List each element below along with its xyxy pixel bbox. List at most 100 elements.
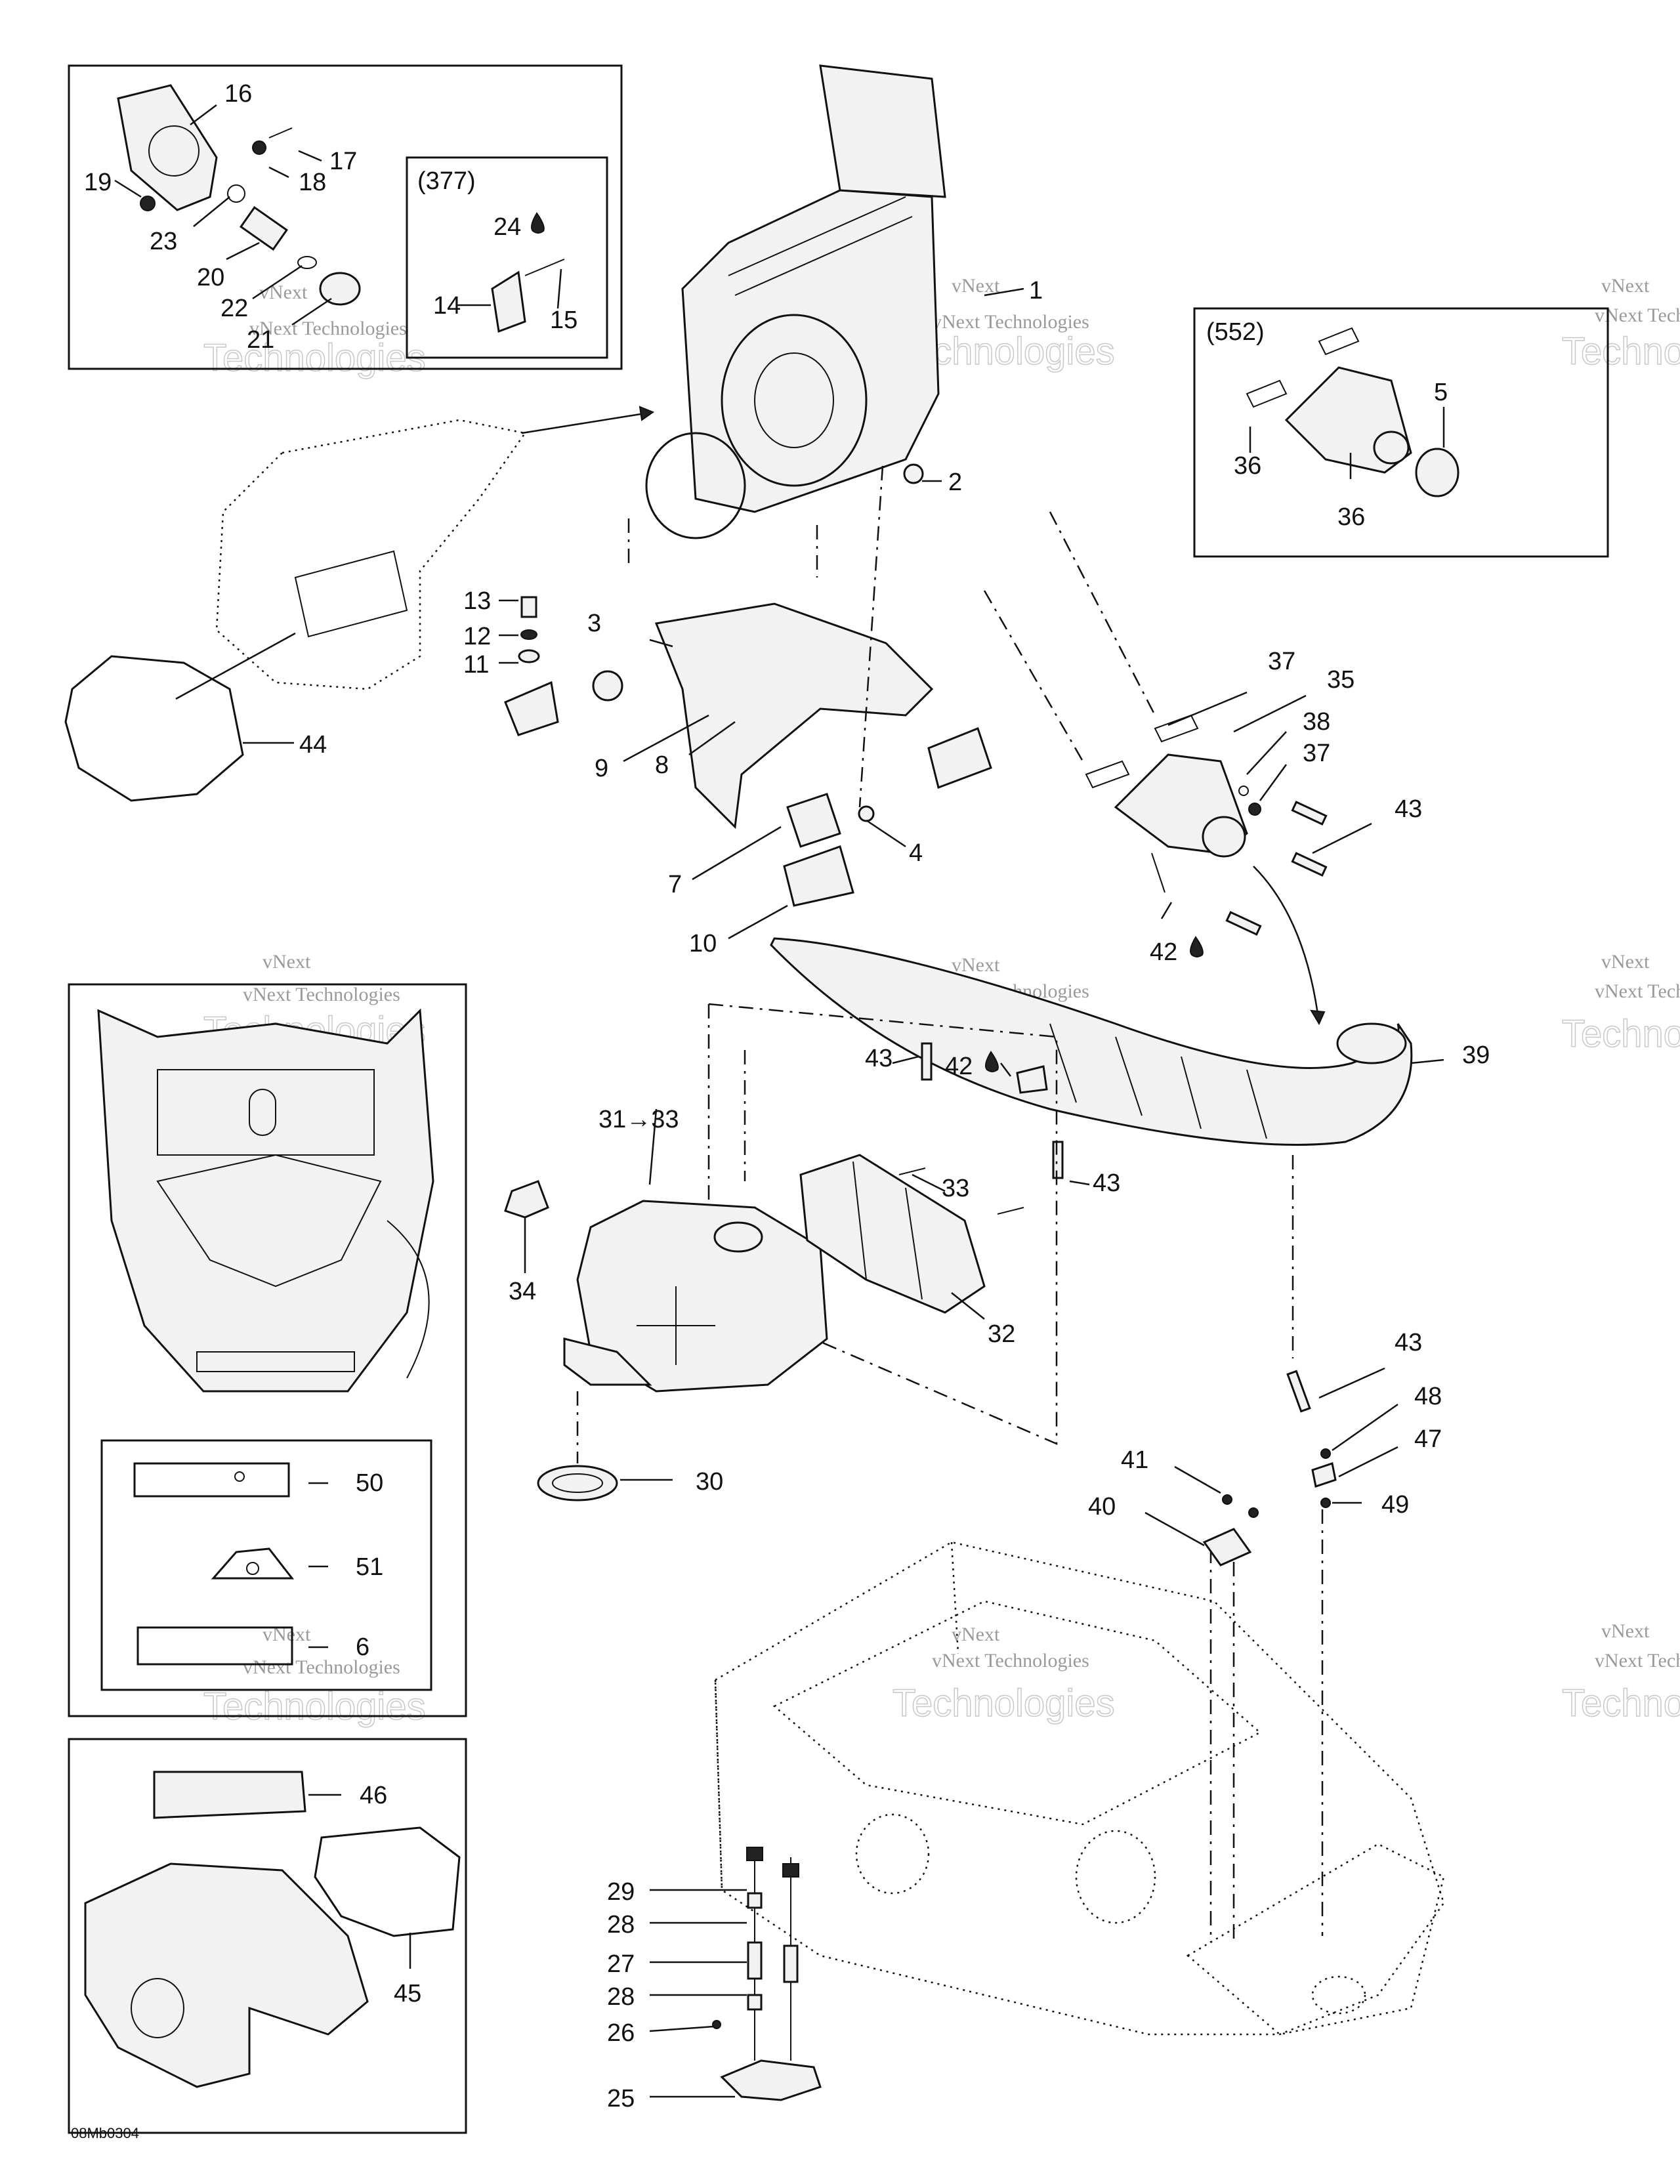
pipe-rib <box>1246 1069 1267 1139</box>
gasket-36-a <box>1085 760 1130 789</box>
stud-42 <box>1151 852 1166 893</box>
watermark-vnext-technologies: vNext Technologies <box>932 311 1089 333</box>
washer-11 <box>518 649 540 663</box>
screw-33-b <box>997 1207 1024 1215</box>
callout-15: 15 <box>550 306 578 334</box>
watermark-vnext-technologies: vNext Technologies <box>1595 1650 1680 1671</box>
callout-37: 37 <box>1303 740 1330 767</box>
nut-19 <box>140 196 156 211</box>
muffler-31 <box>576 1200 828 1393</box>
decal-50 <box>133 1462 290 1498</box>
spring-27 <box>747 1941 763 1980</box>
callout-19: 19 <box>84 169 112 196</box>
damper-8 <box>592 670 623 702</box>
callout-26: 26 <box>607 2019 635 2047</box>
belly-pan <box>84 1862 369 2088</box>
inset-frame-belly-pan <box>68 1738 467 2134</box>
watermark-8: Technologies vNext vNext Technologies <box>892 1624 1115 1725</box>
clip-14 <box>491 270 526 333</box>
leader-7 <box>692 826 782 881</box>
leader-43d <box>1318 1367 1385 1399</box>
callout-33: 33 <box>942 1175 969 1202</box>
manifold-outlet-inset <box>1373 430 1410 465</box>
callout-35-inset: 36 <box>1337 503 1365 531</box>
engine-air-box <box>819 64 946 198</box>
tuned-pipe-39 <box>770 937 1413 1146</box>
drop-icon <box>985 1051 999 1072</box>
inset-label-377: (377) <box>417 167 476 195</box>
decal-51 <box>211 1547 295 1580</box>
watermark-7: Technologies vNext vNext Technologies <box>203 1624 426 1729</box>
spring-43-e <box>1052 1141 1064 1179</box>
callout-29: 29 <box>607 1878 635 1906</box>
leader-43b <box>892 1055 919 1064</box>
gasket-36-b <box>1154 714 1199 743</box>
leader-42a <box>1160 902 1173 919</box>
leader-39 <box>1410 1059 1444 1064</box>
watermark-big-text: Technologies <box>1562 330 1680 373</box>
centerline <box>983 590 1084 762</box>
mount-9 <box>504 681 559 736</box>
nut-49 <box>1320 1498 1331 1508</box>
pipe-rib <box>1049 1023 1077 1103</box>
chassis-hole <box>1075 1830 1156 1924</box>
bracket-hole <box>148 125 200 177</box>
callout-21: 21 <box>247 326 274 354</box>
leader-20 <box>226 242 260 261</box>
spring-43-d <box>921 1042 933 1081</box>
watermark-big-text: Technologies <box>1562 1682 1680 1725</box>
chassis-edge <box>950 1542 959 1654</box>
screw-26 <box>712 2020 721 2029</box>
grommet-34 <box>504 1180 549 1219</box>
mount-7 <box>786 793 841 848</box>
leader-4 <box>866 819 906 848</box>
callout-17: 17 <box>329 148 357 175</box>
callout-28a: 28 <box>607 1911 635 1939</box>
callout-7: 7 <box>668 871 682 898</box>
nut-48 <box>1320 1448 1331 1459</box>
callout-11: 11 <box>463 651 489 679</box>
watermark-vnext: vNext <box>952 954 1000 976</box>
belly-pan-hole <box>131 1978 184 2038</box>
spring-43-f <box>1286 1370 1311 1413</box>
watermark-vnext: vNext <box>1601 1620 1650 1642</box>
manifold-outlet <box>1202 816 1246 858</box>
washer-23 <box>227 184 245 203</box>
leader-38 <box>1246 731 1287 775</box>
callout-51: 51 <box>356 1553 383 1581</box>
leader-18 <box>268 166 289 178</box>
leader-37 <box>1259 764 1288 801</box>
watermark-vnext: vNext <box>262 951 311 973</box>
callout-43b: 43 <box>865 1045 892 1072</box>
muffler-centerline-box <box>708 1003 1058 1445</box>
engine-pulley-hub <box>754 352 834 448</box>
callout-1: 1 <box>1029 277 1043 304</box>
leader-3 <box>649 639 673 648</box>
callout-45: 45 <box>394 1980 421 2007</box>
leader-lines <box>114 104 1445 2098</box>
centerline <box>1049 511 1156 716</box>
callout-2: 2 <box>948 469 962 496</box>
engine-drawing <box>645 64 946 539</box>
decal-51-hole <box>246 1562 259 1575</box>
muffler-cross <box>637 1286 715 1365</box>
centerline <box>858 465 884 808</box>
callout-39: 39 <box>1462 1041 1490 1069</box>
engine-fin-1 <box>728 196 906 276</box>
callout-3: 3 <box>587 610 601 637</box>
callout-6: 6 <box>356 1633 369 1661</box>
watermark-9: Technologies vNext vNext Technologies <box>1561 1620 1680 1725</box>
watermark-big-text: Technologies <box>203 1685 426 1728</box>
inset-frame-top-left <box>68 64 623 370</box>
leader-1 <box>984 287 1024 297</box>
leader-10 <box>728 904 788 940</box>
watermark-1: Technologies vNext vNext Technologies <box>203 282 426 380</box>
bracket-40 <box>1202 1528 1252 1566</box>
image-code: 08Mb0304 <box>71 2125 139 2141</box>
callout-35: 35 <box>1327 666 1354 694</box>
engine-magneto <box>645 432 746 539</box>
exhaust-manifold-drawing <box>983 511 1328 1026</box>
spring-27-b <box>783 1944 799 1983</box>
engine-pulley <box>721 314 868 487</box>
seal-5 <box>1415 448 1460 497</box>
